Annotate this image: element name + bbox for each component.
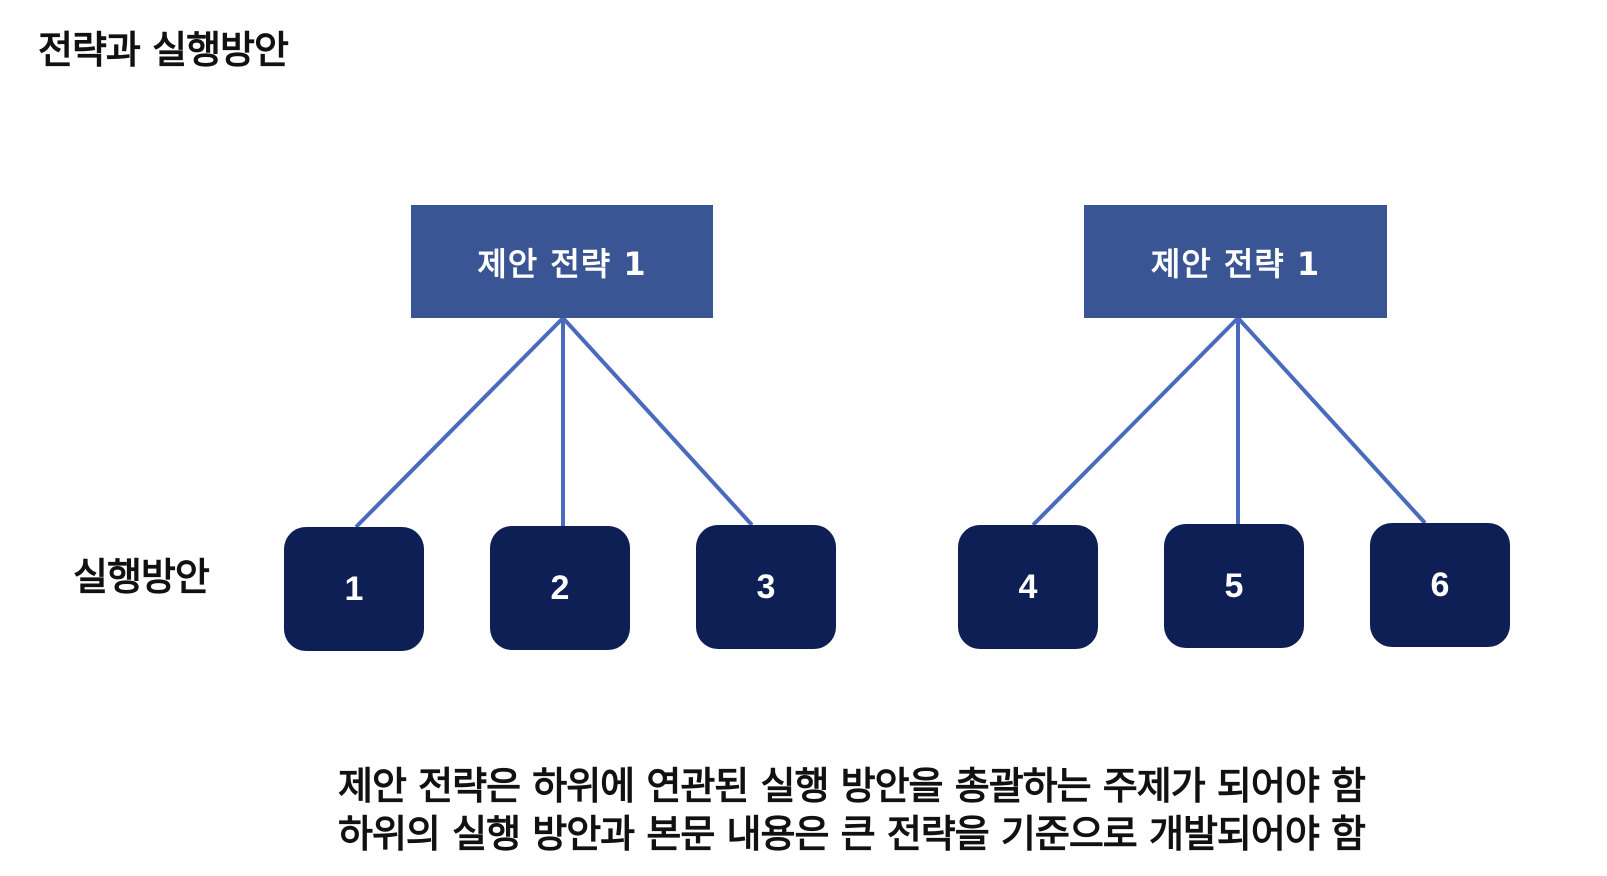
action-number: 4 (1018, 567, 1038, 606)
page-title: 전략과 실행방안 (38, 28, 289, 72)
action-row-label: 실행방안 (73, 555, 210, 599)
action-box-2: 2 (490, 526, 630, 650)
action-box-5: 5 (1164, 524, 1304, 648)
action-number: 5 (1224, 566, 1244, 605)
action-box-1: 1 (284, 527, 424, 651)
action-box-4: 4 (958, 525, 1098, 649)
connector-line (354, 316, 565, 529)
strategy-label: 제안 전략 1 (477, 244, 647, 283)
connector-line (1236, 316, 1427, 525)
action-number: 2 (550, 568, 570, 607)
caption-line-2: 하위의 실행 방안과 본문 내용은 큰 전략을 기준으로 개발되어야 함 (338, 812, 1366, 856)
connector-line (1031, 316, 1240, 527)
caption-line-1: 제안 전략은 하위에 연관된 실행 방안을 총괄하는 주제가 되어야 함 (338, 764, 1366, 808)
strategy-label: 제안 전략 1 (1150, 244, 1321, 283)
action-box-3: 3 (696, 525, 836, 649)
action-number: 6 (1430, 565, 1450, 604)
strategy-box-right: 제안 전략 1 (1084, 205, 1387, 318)
action-number: 1 (344, 569, 364, 608)
action-box-6: 6 (1370, 523, 1510, 647)
strategy-box-left: 제안 전략 1 (411, 205, 713, 318)
connector-line (561, 316, 754, 527)
action-number: 3 (756, 567, 776, 606)
